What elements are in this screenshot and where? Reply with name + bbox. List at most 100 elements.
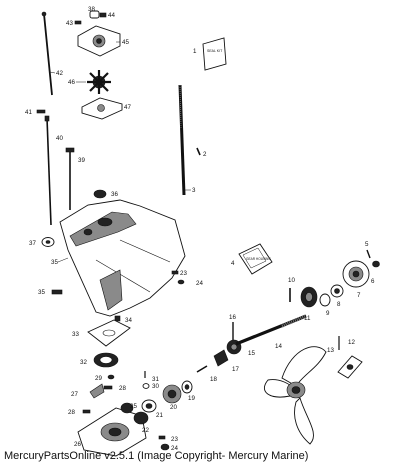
callout-35-top: 35: [51, 259, 58, 266]
callout-8: 8: [337, 301, 341, 308]
callout-6: 6: [371, 278, 375, 285]
part-propeller-shaft[interactable]: [235, 314, 307, 346]
callout-27: 27: [71, 391, 78, 398]
callout-44: 44: [108, 12, 115, 19]
callout-36: 36: [111, 191, 118, 198]
callout-46: 46: [68, 79, 75, 86]
part-32-bearing[interactable]: [93, 352, 119, 368]
callout-41: 41: [25, 109, 32, 116]
callout-16: 16: [229, 314, 236, 321]
callout-3: 3: [192, 187, 196, 194]
callout-11: 11: [304, 315, 311, 322]
part-23-screw[interactable]: [171, 270, 179, 275]
part-26-bearing-carrier[interactable]: [77, 407, 147, 457]
callout-12: 12: [348, 339, 355, 346]
part-46-impeller[interactable]: [87, 70, 111, 94]
callout-25: 25: [130, 403, 137, 410]
callout-2: 2: [203, 151, 207, 158]
part-13-prop-nut[interactable]: [337, 355, 363, 379]
callout-29: 29: [95, 375, 102, 382]
part-20-gear[interactable]: [162, 384, 182, 404]
part-38-grommet[interactable]: [89, 10, 100, 19]
callout-4: 4: [231, 260, 235, 267]
part-21-bearing[interactable]: [141, 399, 157, 413]
part-28-screw[interactable]: [82, 409, 91, 414]
kit-1-label: SEAL KIT: [207, 49, 223, 53]
callout-45: 45: [122, 39, 129, 46]
part-33-gasket[interactable]: [87, 319, 131, 347]
callout-43: 43: [66, 20, 73, 27]
part-39-bolt[interactable]: [65, 147, 75, 210]
part-3-driveshaft[interactable]: [178, 84, 186, 196]
callout-28: 28: [119, 385, 126, 392]
callout-40: 40: [56, 135, 63, 142]
part-42-rod[interactable]: [41, 11, 53, 96]
callout-30: 30: [152, 383, 159, 390]
callout-42: 42: [56, 70, 63, 77]
callout-17: 17: [232, 366, 239, 373]
callout-13: 13: [327, 347, 334, 354]
callout-1: 1: [193, 48, 197, 55]
part-5-screw[interactable]: [366, 249, 371, 259]
part-28-bolt[interactable]: [103, 385, 113, 390]
callout-21: 21: [156, 412, 163, 419]
part-7-bearing-carrier[interactable]: [342, 260, 370, 288]
callout-24b: 24: [171, 445, 178, 452]
part-41-screw[interactable]: [36, 109, 46, 114]
callout-14: 14: [275, 343, 282, 350]
part-35-bolt[interactable]: [51, 289, 63, 295]
callout-23b: 23: [171, 436, 178, 443]
part-4-gear-housing-kit[interactable]: GEAR HOUSING: [238, 243, 273, 275]
part-24-washer[interactable]: [177, 279, 185, 285]
callout-20: 20: [170, 404, 177, 411]
callout-15: 15: [248, 350, 255, 357]
part-25-gear[interactable]: [120, 402, 134, 414]
part-9-washer[interactable]: [319, 293, 331, 307]
part-8-seal[interactable]: [330, 284, 344, 298]
callout-32: 32: [80, 359, 87, 366]
copyright-footer: MercuryPartsOnline v2.5.1 (Image Copyrig…: [4, 450, 309, 462]
callout-28b: 28: [68, 409, 75, 416]
part-6-nut[interactable]: [372, 260, 380, 268]
part-2-pin[interactable]: [196, 147, 201, 156]
callout-37: 37: [29, 240, 36, 247]
part-17-clutch[interactable]: [213, 349, 229, 367]
callout-24: 24: [196, 280, 203, 287]
part-23-lower-screw[interactable]: [158, 435, 166, 440]
part-22-gear[interactable]: [133, 411, 149, 425]
callout-7: 7: [357, 292, 361, 299]
part-34-screw[interactable]: [114, 315, 121, 322]
callout-23: 23: [180, 270, 187, 277]
part-29-nut[interactable]: [107, 374, 115, 380]
part-18-pin[interactable]: [196, 365, 208, 373]
part-30-ring[interactable]: [142, 383, 150, 389]
callout-10: 10: [288, 277, 295, 284]
callout-39: 39: [78, 157, 85, 164]
part-19-clutch[interactable]: [181, 380, 193, 394]
callout-38: 38: [88, 6, 95, 13]
callout-33: 33: [72, 331, 79, 338]
part-gear-housing[interactable]: [59, 199, 186, 317]
callout-47: 47: [124, 104, 131, 111]
callout-5: 5: [365, 241, 369, 248]
part-37-washer[interactable]: [41, 237, 55, 247]
part-36-seal[interactable]: [93, 189, 107, 199]
callout-22: 22: [142, 427, 149, 434]
callout-9: 9: [326, 310, 330, 317]
callout-34: 34: [125, 317, 132, 324]
part-27-cam[interactable]: [89, 383, 105, 399]
callout-26: 26: [74, 441, 81, 448]
part-14-propeller[interactable]: [263, 346, 327, 445]
part-43-screw[interactable]: [74, 20, 82, 25]
part-44-seal[interactable]: [99, 12, 107, 18]
part-1-seal-kit[interactable]: SEAL KIT: [202, 37, 227, 71]
part-47-face-plate[interactable]: [81, 97, 123, 120]
part-40-shift-shaft[interactable]: [44, 115, 52, 226]
callout-31: 31: [152, 376, 159, 383]
part-11-gear[interactable]: [300, 286, 318, 308]
part-45-pump-housing[interactable]: [77, 25, 121, 57]
part-24-lower-washer[interactable]: [160, 443, 170, 451]
callout-35: 35: [38, 289, 45, 296]
